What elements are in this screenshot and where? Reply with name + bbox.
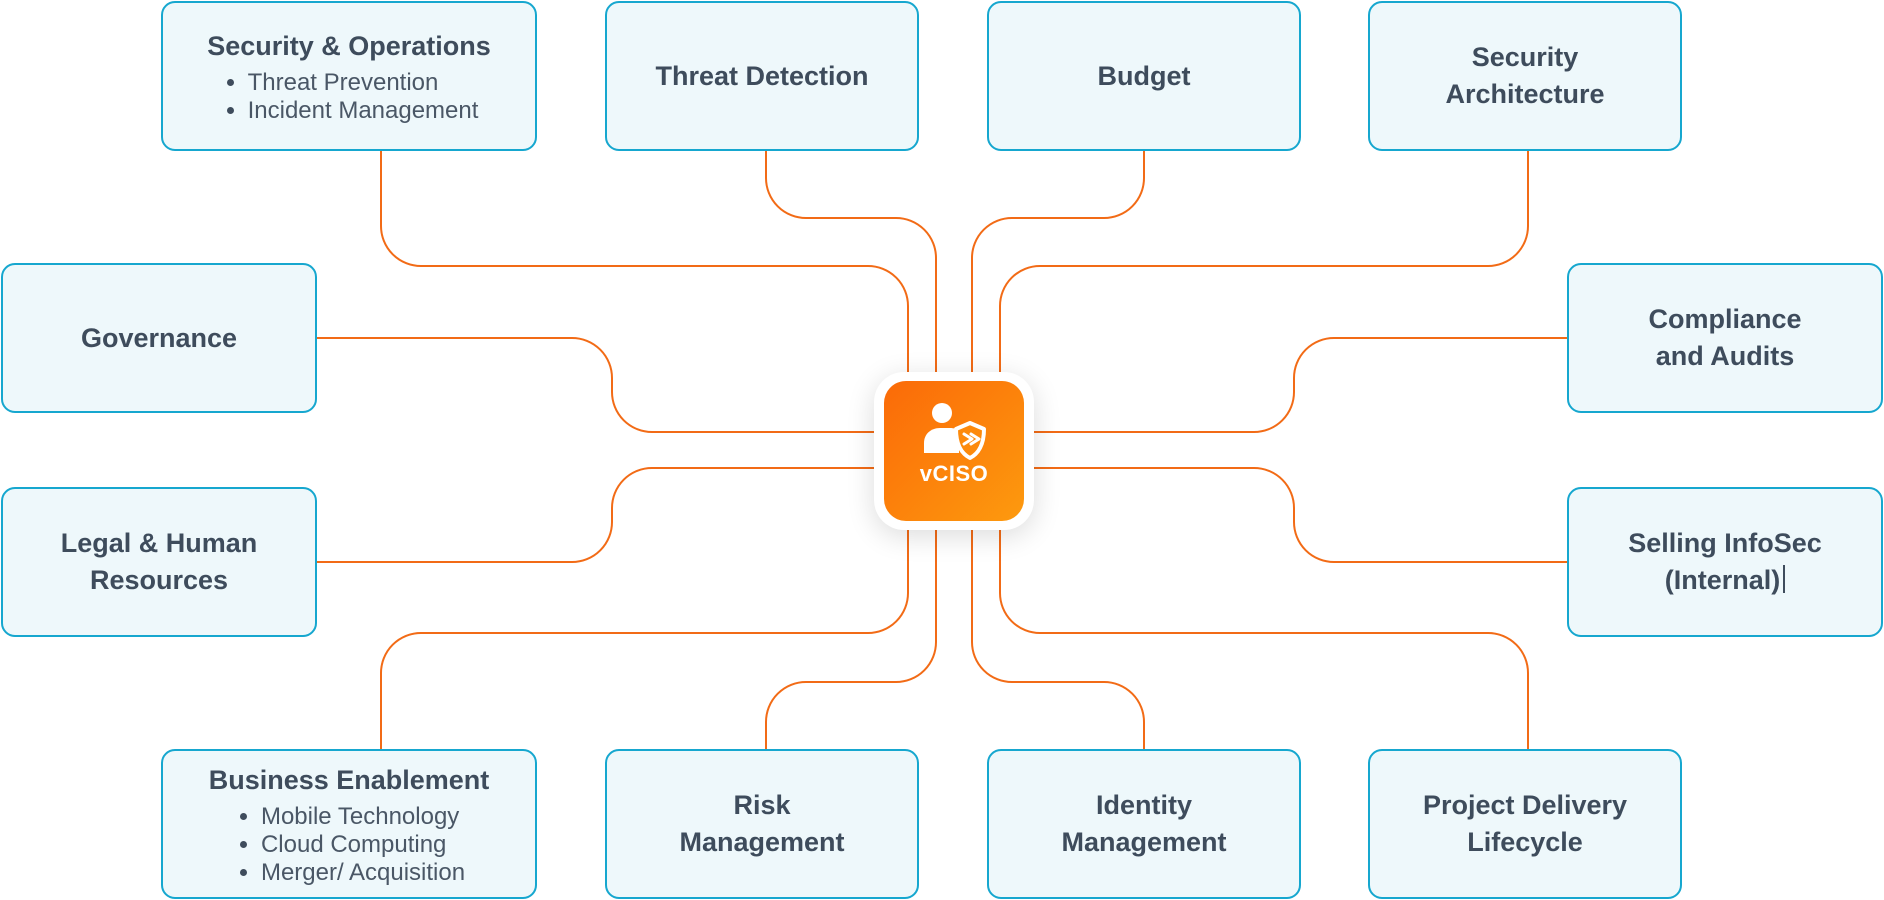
list-item: Merger/ Acquisition <box>261 859 465 887</box>
list-item: Mobile Technology <box>261 803 465 831</box>
connector-governance <box>317 337 884 433</box>
node-title: Security & Operations <box>207 30 491 61</box>
node-threat-detection: Threat Detection <box>605 1 919 151</box>
node-title: Governance <box>80 322 238 353</box>
node-identity-management: Identity Management <box>987 749 1301 899</box>
node-selling-infosec[interactable]: Selling InfoSec (Internal) <box>1567 487 1883 637</box>
connector-compliance <box>1024 337 1567 433</box>
node-title: Compliance and Audits <box>1648 304 1802 371</box>
connector-business-enablement <box>380 521 909 749</box>
connector-risk-management <box>765 521 937 749</box>
node-item-list: Mobile Technology Cloud Computing Merger… <box>233 803 465 887</box>
node-security-architecture: Security Architecture <box>1368 1 1682 151</box>
node-title: Risk Management <box>679 790 845 857</box>
connector-identity-management <box>971 521 1145 749</box>
node-title: Business Enablement <box>208 764 490 795</box>
list-item: Threat Prevention <box>248 69 479 97</box>
node-title: Project Delivery Lifecycle <box>1422 790 1628 857</box>
connector-security-architecture <box>999 151 1529 381</box>
node-compliance-audits: Compliance and Audits <box>1567 263 1883 413</box>
list-item: Cloud Computing <box>261 831 465 859</box>
node-title: Threat Detection <box>655 60 869 91</box>
connector-selling <box>1024 467 1567 563</box>
node-project-delivery: Project Delivery Lifecycle <box>1368 749 1682 899</box>
node-governance: Governance <box>1 263 317 413</box>
connector-budget <box>971 151 1145 381</box>
user-shield-icon <box>924 403 986 460</box>
list-item: Incident Management <box>248 97 479 125</box>
connector-legal-hr <box>317 467 884 563</box>
node-title: Security Architecture <box>1445 42 1605 109</box>
node-security-operations: Security & Operations Threat Prevention … <box>161 1 537 151</box>
node-title: Budget <box>1097 60 1191 91</box>
text-cursor <box>1783 565 1786 593</box>
hub-vciso: vCISO <box>884 381 1024 521</box>
node-title: Identity Management <box>1061 790 1227 857</box>
node-title-text: Selling InfoSec (Internal) <box>1628 528 1822 595</box>
connector-security-operations <box>380 151 909 381</box>
connector-threat-detection <box>765 151 937 381</box>
node-item-list: Threat Prevention Incident Management <box>220 69 479 125</box>
node-legal-human-resources: Legal & Human Resources <box>1 487 317 637</box>
node-business-enablement: Business Enablement Mobile Technology Cl… <box>161 749 537 899</box>
node-risk-management: Risk Management <box>605 749 919 899</box>
node-title: Legal & Human Resources <box>60 528 258 595</box>
node-title[interactable]: Selling InfoSec (Internal) <box>1628 525 1822 599</box>
node-budget: Budget <box>987 1 1301 151</box>
connector-project-delivery <box>999 521 1529 749</box>
hub-label: vCISO <box>919 461 989 486</box>
